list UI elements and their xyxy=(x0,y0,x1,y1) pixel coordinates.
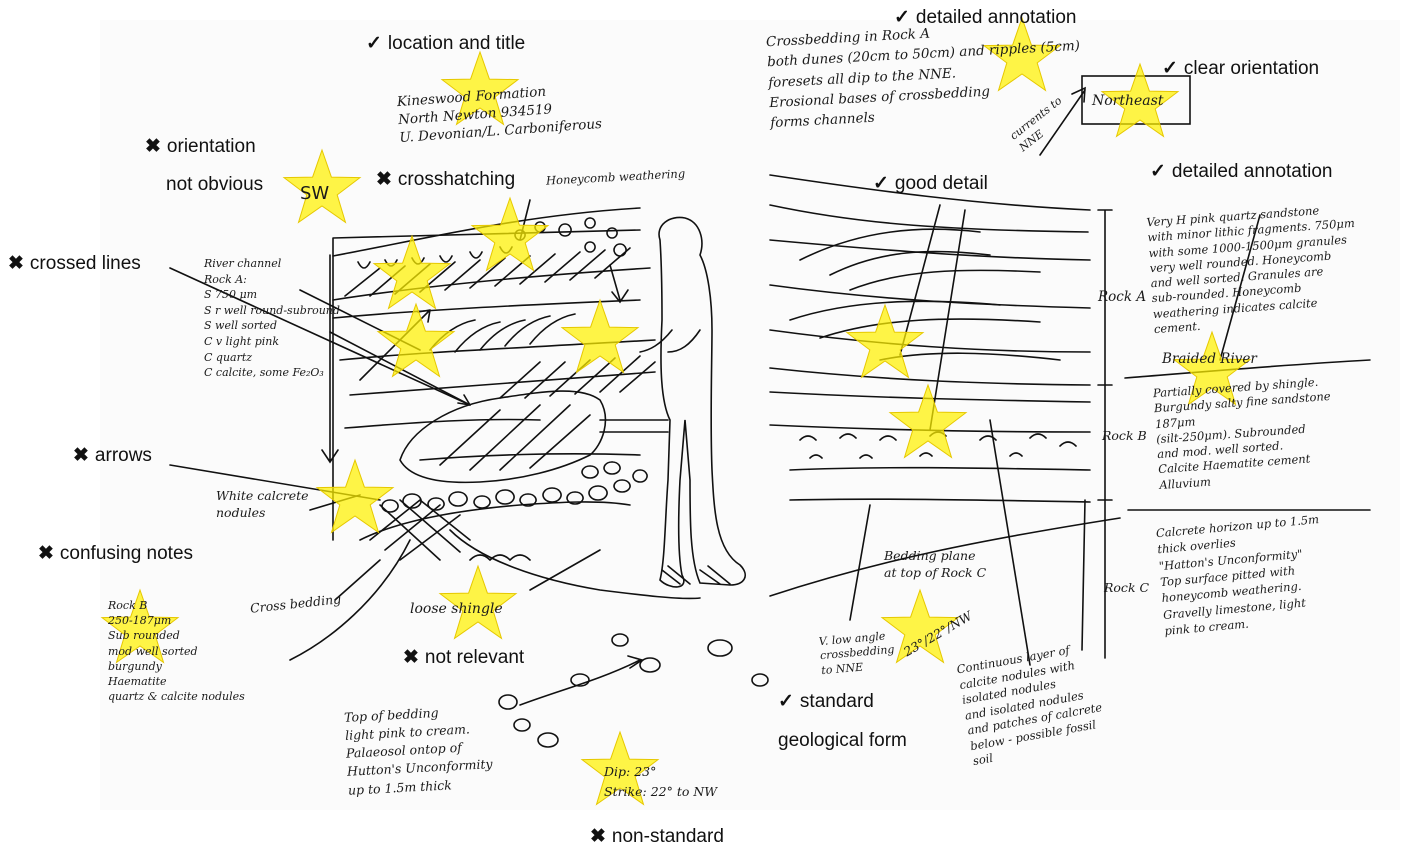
check-icon: ✓ xyxy=(894,7,910,28)
caption-not-obvious: not obvious xyxy=(166,174,263,196)
caption-location-title: ✓location and title xyxy=(366,32,525,55)
rock-a-left-note: River channel Rock A: S 750 μm S r well … xyxy=(204,256,340,381)
rock-b-description: Partially covered by shingle. Burgundy s… xyxy=(1152,374,1336,493)
cross-icon: ✖ xyxy=(590,826,606,847)
caption-detailed-annotation-right: ✓detailed annotation xyxy=(1150,160,1333,183)
rock-b-label: Rock B xyxy=(1102,428,1147,445)
cross-icon: ✖ xyxy=(8,253,24,274)
caption-confusing-notes: ✖confusing notes xyxy=(38,542,193,565)
check-icon: ✓ xyxy=(366,33,382,54)
rock-a-description: Very H pink quartz sandstone with minor … xyxy=(1146,201,1362,337)
caption-orientation: ✖orientation xyxy=(145,135,256,158)
check-icon: ✓ xyxy=(873,173,889,194)
caption-standard: ✓standard xyxy=(778,690,874,713)
caption-detailed-annotation-top: ✓detailed annotation xyxy=(894,6,1077,29)
caption-not-relevant: ✖not relevant xyxy=(403,646,524,669)
palaeosol-note: Top of bedding light pink to cream. Pala… xyxy=(344,701,494,799)
caption-good-detail: ✓good detail xyxy=(873,172,988,195)
caption-geological-form: geological form xyxy=(778,730,907,752)
rock-c-description: Calcrete horizon up to 1.5m thick overli… xyxy=(1155,511,1328,639)
orientation-box-label: Northeast xyxy=(1092,92,1163,111)
cross-icon: ✖ xyxy=(376,169,392,190)
sw-orientation-label: SW xyxy=(300,182,329,206)
cross-icon: ✖ xyxy=(403,647,419,668)
rock-a-label: Rock A xyxy=(1098,288,1146,306)
rock-b-left-note: Rock B 250-187μm Sub rounded mod well so… xyxy=(108,598,245,704)
caption-clear-orientation: ✓clear orientation xyxy=(1162,57,1319,80)
bedding-plane-note: Bedding plane at top of Rock C xyxy=(884,548,986,582)
caption-crosshatching: ✖crosshatching xyxy=(376,168,515,191)
low-angle-note: V. low angle crossbedding to NNE xyxy=(818,629,896,678)
cross-icon: ✖ xyxy=(38,543,54,564)
check-icon: ✓ xyxy=(1162,58,1178,79)
white-calcrete-note: White calcrete nodules xyxy=(216,488,309,522)
caption-arrows: ✖arrows xyxy=(73,444,152,467)
rock-c-label: Rock C xyxy=(1104,580,1149,597)
check-icon: ✓ xyxy=(1150,161,1166,182)
check-icon: ✓ xyxy=(778,691,794,712)
dip-strike-note: Dip: 23° Strike: 22° to NW xyxy=(604,762,717,802)
caption-non-standard: ✖non-standard xyxy=(590,825,724,848)
cross-icon: ✖ xyxy=(73,445,89,466)
cross-icon: ✖ xyxy=(145,136,161,157)
caption-crossed-lines: ✖crossed lines xyxy=(8,252,141,275)
loose-shingle-label: loose shingle xyxy=(410,600,503,619)
braided-river-label: Braided River xyxy=(1162,350,1257,368)
